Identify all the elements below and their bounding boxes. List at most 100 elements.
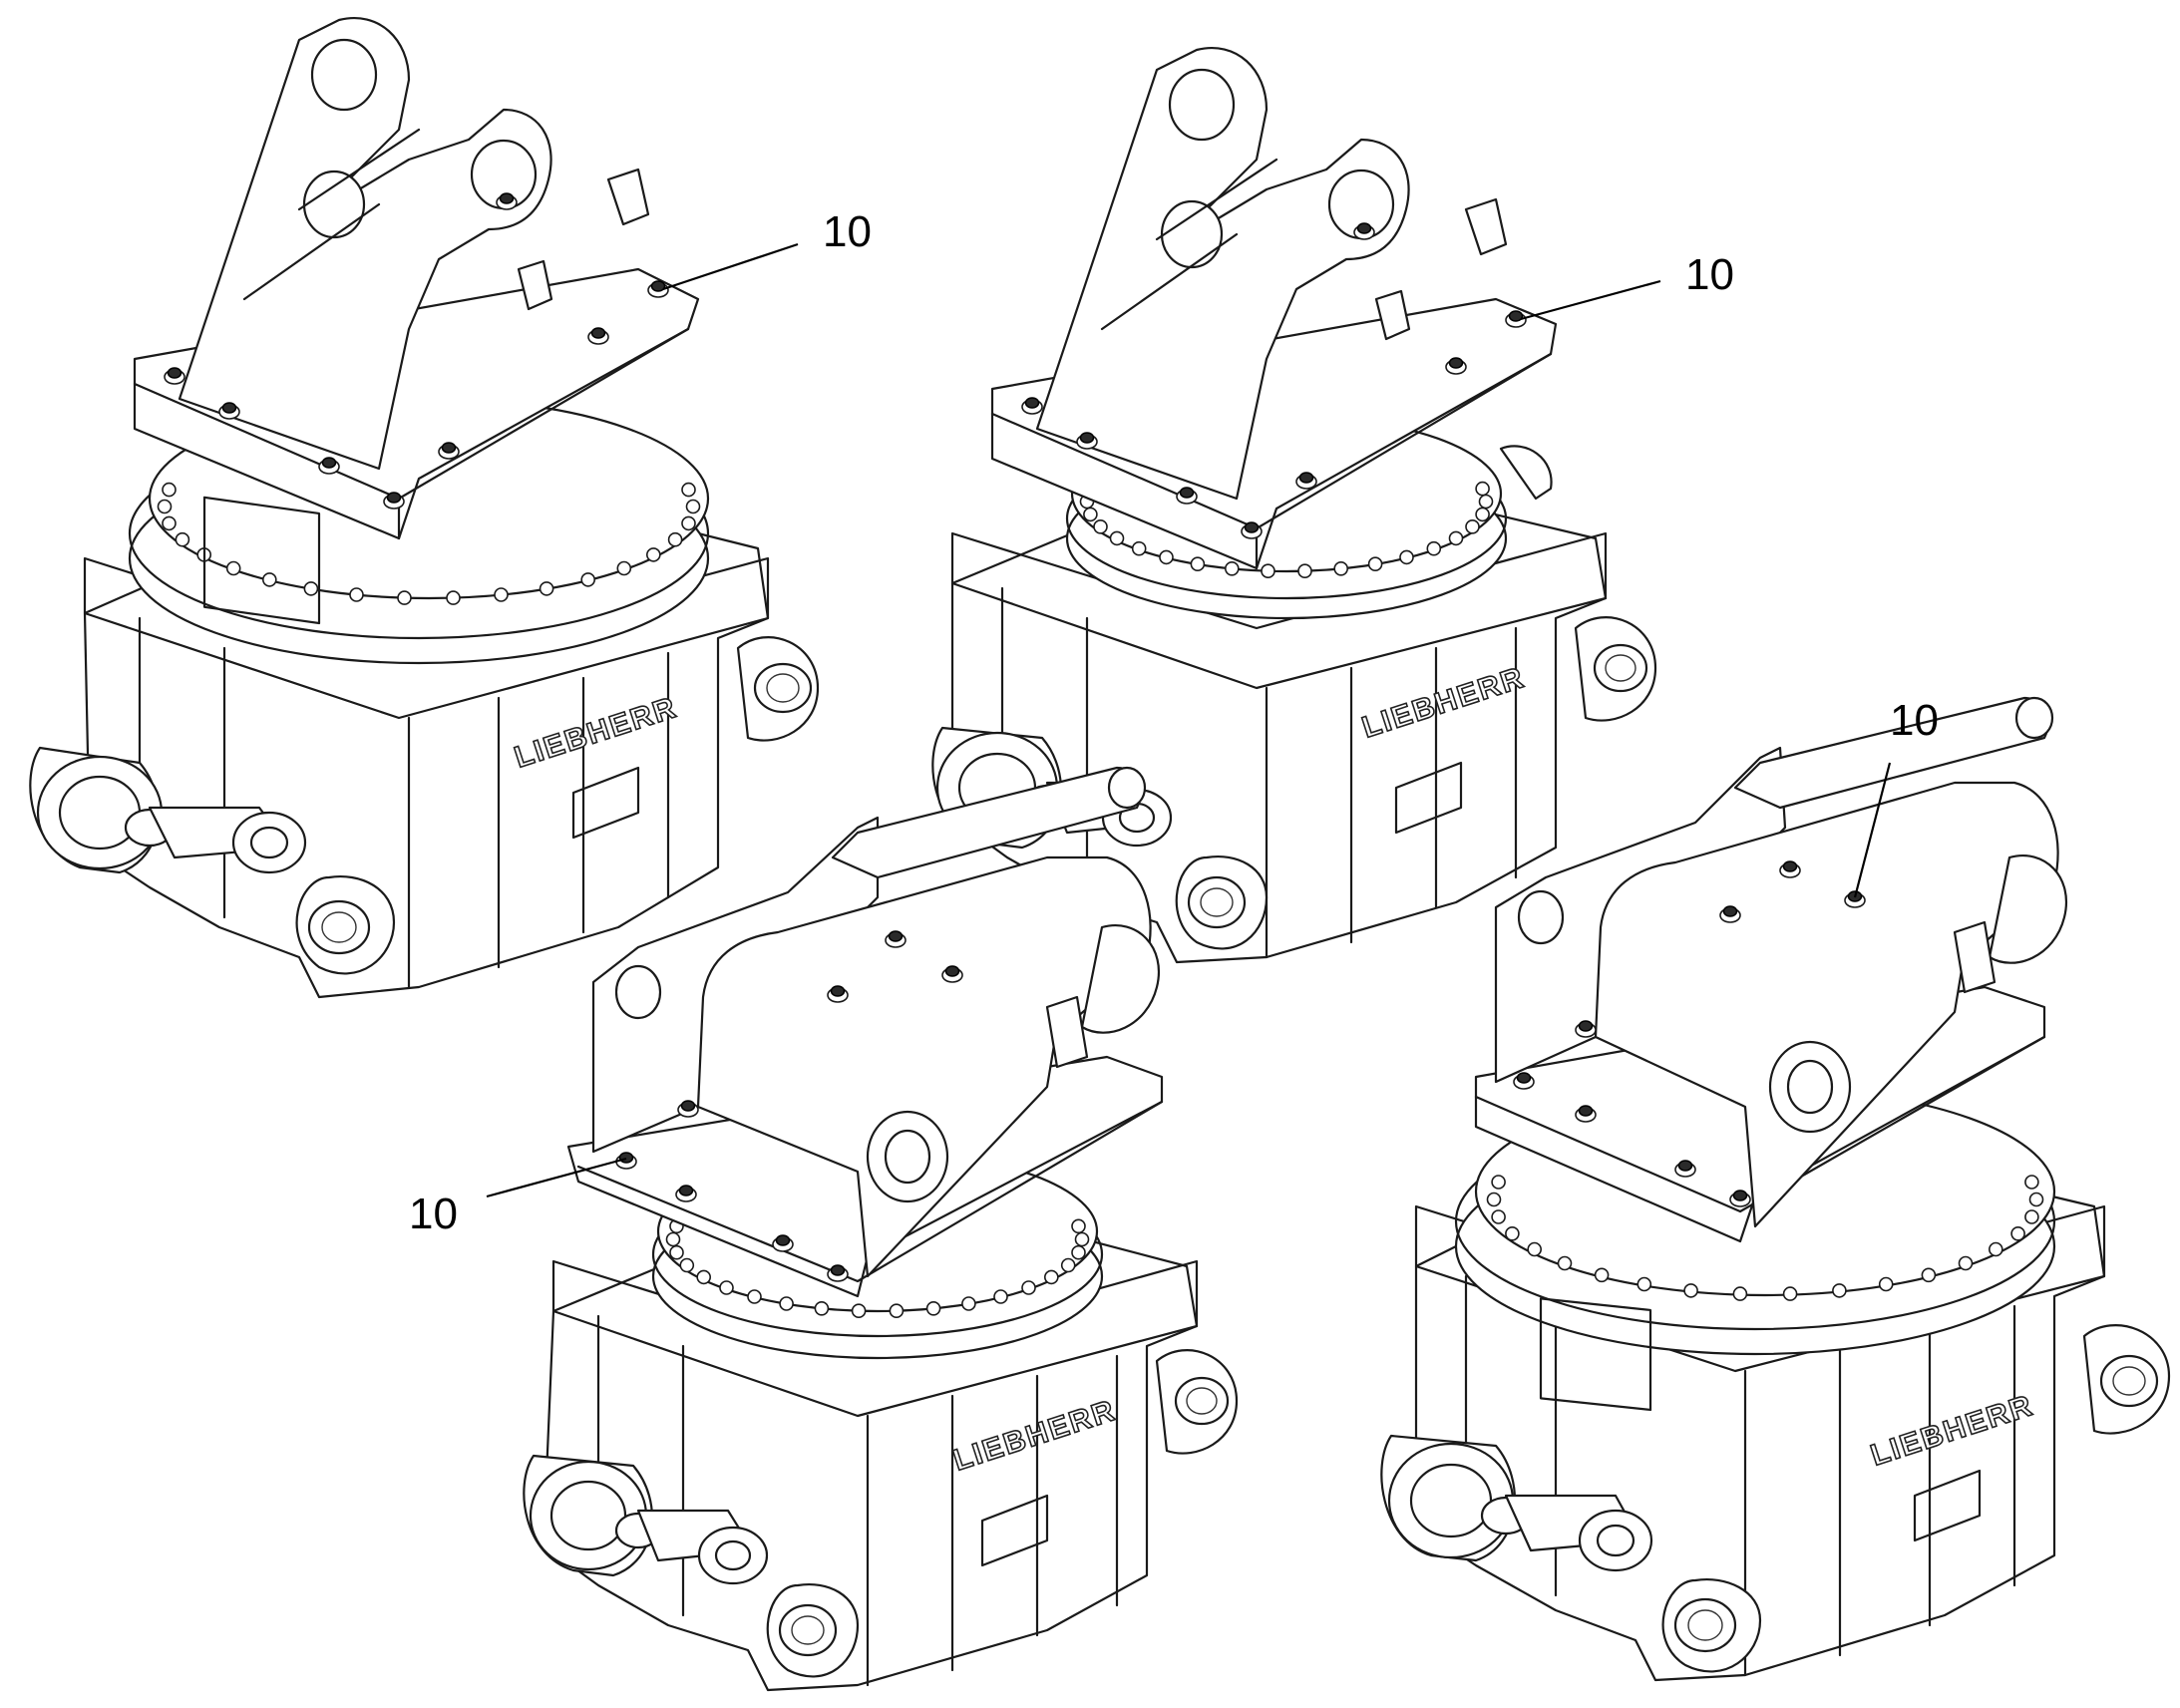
ring-bolt [1557, 1255, 1573, 1271]
ring-bolt [2010, 1226, 2025, 1241]
ring-bolt [1732, 1286, 1748, 1301]
ring-bolt [1448, 530, 1464, 546]
ring-bolt [1093, 518, 1108, 534]
ring-bolt [1060, 1257, 1076, 1273]
bolt-head [1722, 905, 1738, 917]
ring-bolt [1475, 481, 1490, 497]
ring-bolt [681, 482, 696, 498]
ring-bolt [303, 581, 319, 596]
ring-bolt [1958, 1255, 1974, 1271]
ring-bolt [1333, 560, 1348, 576]
bolt-head [1356, 222, 1372, 234]
ring-bolt [1465, 518, 1480, 534]
plate-bolts [1513, 860, 1866, 1207]
ring-bolt [851, 1303, 867, 1318]
ring-bolt [261, 572, 277, 587]
bolt-head [1516, 1072, 1532, 1084]
ring-bolt [2028, 1192, 2044, 1207]
plate-bolts [615, 930, 963, 1282]
bolt-head [618, 1152, 634, 1164]
callout-c: 10 [1853, 696, 1939, 898]
ring-bolt [1921, 1267, 1937, 1283]
bolt-head [650, 280, 666, 292]
ring-bolt [667, 531, 683, 547]
ring-bolt [1505, 1226, 1520, 1241]
callout-d: 10 [409, 1157, 627, 1238]
ring-bolt [1399, 549, 1414, 565]
ring-bolt [679, 1257, 695, 1273]
leader-line-c [1853, 762, 1892, 898]
bolt-head [221, 402, 237, 414]
ring-bolt [616, 560, 632, 576]
ring-bolt [494, 587, 509, 602]
ring-bolt [685, 499, 701, 514]
bolt-head [775, 1234, 791, 1246]
tiltrotator-bottom-right: LIEBHERR [1380, 696, 2171, 1682]
bolt-head [1508, 310, 1524, 322]
ring-bolt [1683, 1283, 1698, 1298]
bolt-head [830, 1264, 846, 1276]
ring-bolt [1131, 540, 1147, 556]
ring-bolt [889, 1303, 905, 1318]
plate-bolts [1021, 222, 1527, 539]
ring-bolt [1225, 560, 1240, 576]
ring-bolt [162, 515, 177, 531]
bolt-head [441, 442, 457, 454]
ring-bolt [1021, 1280, 1036, 1295]
ring-bolts [1486, 1175, 2044, 1301]
bolt-head [830, 985, 846, 997]
bolt-head [1448, 357, 1464, 369]
bolt-head [944, 965, 960, 977]
ring-bolt [397, 590, 412, 605]
ring-bolt [2024, 1175, 2039, 1190]
bolt-head [1244, 521, 1260, 533]
ring-bolt [2024, 1209, 2039, 1224]
ring-bolt [1044, 1269, 1059, 1285]
ring-bolt [1109, 530, 1125, 546]
ring-bolt [446, 590, 461, 605]
ring-bolt [925, 1301, 941, 1316]
ring-bolt [1527, 1241, 1542, 1257]
plate-bolts [164, 192, 669, 510]
callout-label-c: 10 [1890, 696, 1939, 745]
bolt-head [1179, 487, 1195, 499]
bolt-head [1782, 860, 1798, 872]
ring-bolt [1071, 1218, 1086, 1234]
ring-bolt [225, 560, 241, 576]
ring-bolt [961, 1296, 976, 1311]
callout-label-a: 10 [823, 207, 872, 256]
ring-bolt [175, 531, 190, 547]
ring-bolt [1475, 507, 1490, 522]
bolt-head [888, 930, 904, 942]
tiltrotator-top-right: LIEBHERR [931, 47, 1657, 964]
ring-bolt [1074, 1231, 1090, 1247]
ring-bolt [681, 515, 696, 531]
ring-bolt [349, 587, 364, 602]
callout-b: 10 [1520, 250, 1734, 321]
bolt-head [321, 457, 337, 469]
ring-bolt [1071, 1244, 1086, 1260]
bolt-head [678, 1185, 694, 1196]
bolt-head [1578, 1020, 1594, 1032]
ring-bolt [539, 581, 554, 596]
ring-bolt [1491, 1209, 1506, 1224]
ring-bolts [157, 482, 701, 605]
ring-bolt [1083, 507, 1098, 522]
ring-bolt [1636, 1276, 1652, 1292]
tiltrotator-top-left: LIEBHERR [29, 17, 820, 999]
leader-line-b [1520, 279, 1661, 321]
leader-line-a [662, 242, 799, 291]
leader-line-d [486, 1157, 627, 1198]
ring-bolt [645, 547, 661, 562]
ring-bolt [669, 1244, 684, 1260]
ring-bolt [1159, 549, 1174, 565]
ring-bolt [1989, 1241, 2003, 1257]
ring-bolt [1832, 1283, 1847, 1298]
ring-bolt [1594, 1267, 1610, 1283]
bolt-head [1024, 397, 1040, 409]
ring-bolt [1478, 494, 1494, 510]
callout-label-b: 10 [1685, 250, 1734, 299]
bolt-head [499, 192, 515, 204]
ring-bolt [1782, 1286, 1798, 1301]
